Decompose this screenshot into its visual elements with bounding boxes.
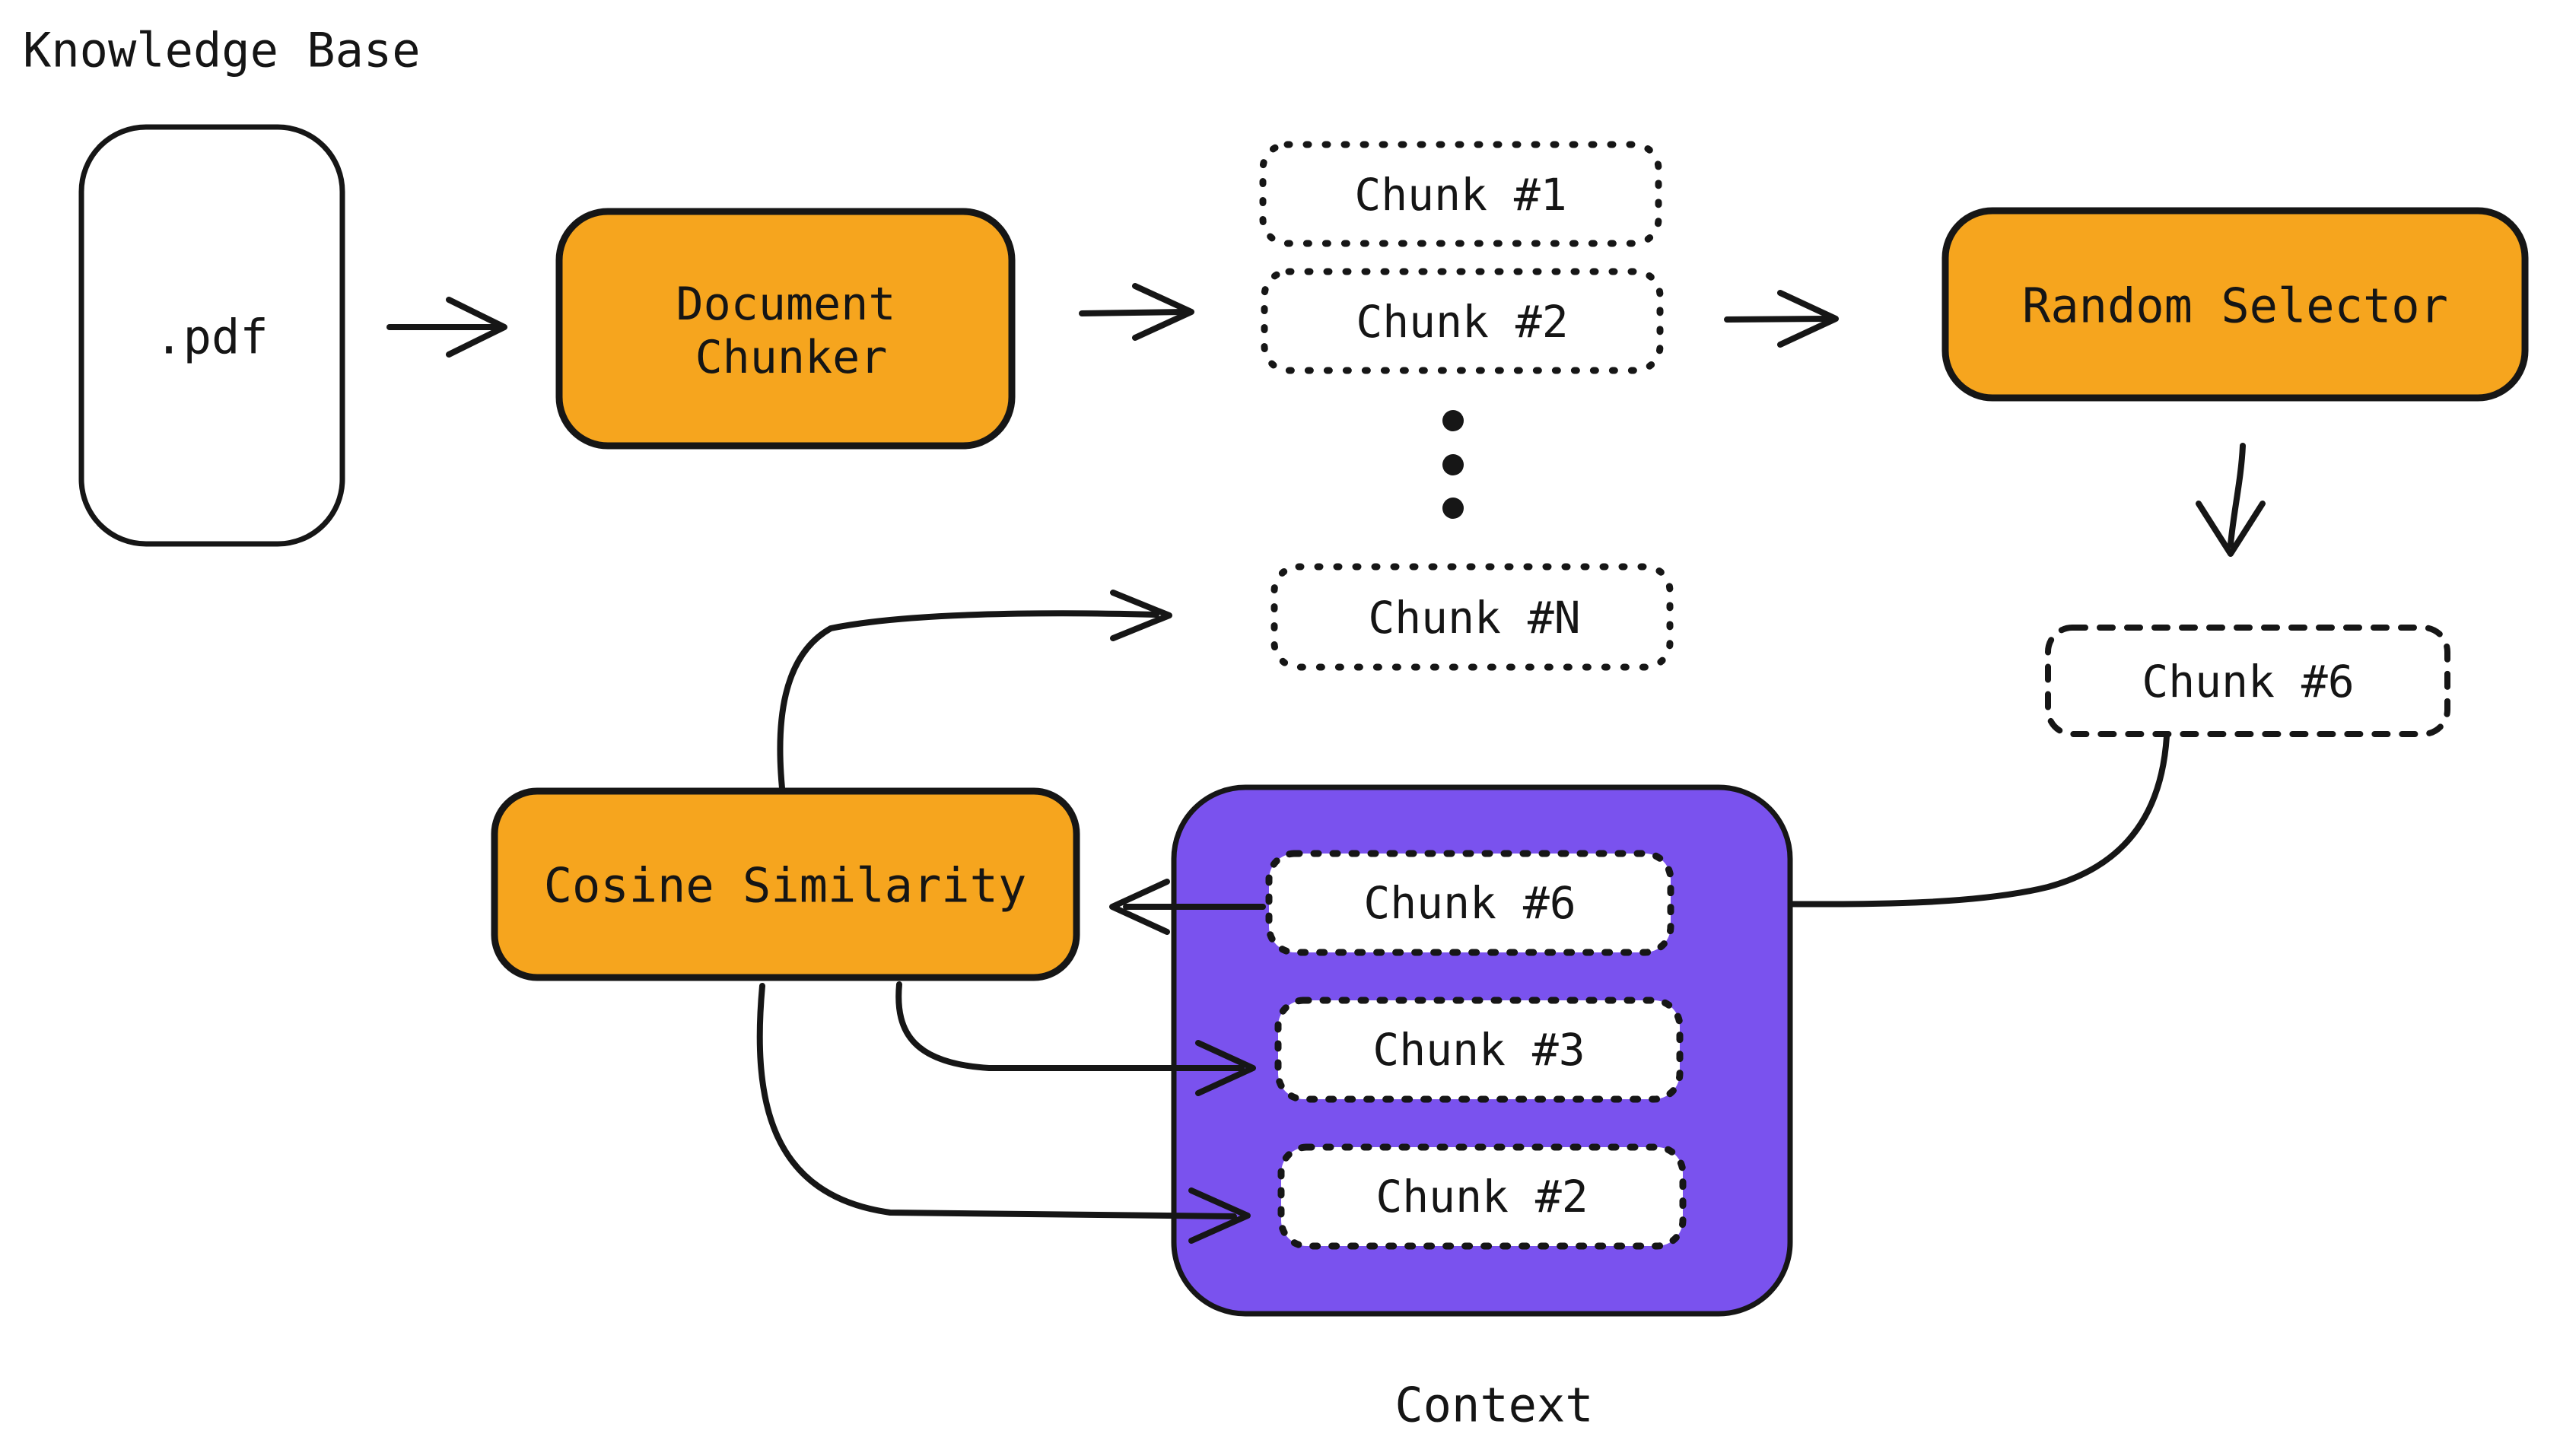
pdf-box [78,124,345,547]
knowledge-base-label: Knowledge Base [23,23,421,78]
context-chunk-2-label: Chunk #2 [1375,1171,1588,1222]
pdf-label: .pdf [154,310,268,365]
context-chunk-6-label: Chunk #6 [1363,877,1576,929]
chunk-2-box [1261,268,1664,374]
selected-chunk-node: Chunk #6 [2045,625,2450,737]
random-selector-label: Random Selector [2022,278,2448,334]
random-selector-node: Random Selector [1941,207,2529,402]
context-chunk-2-box [1277,1143,1687,1250]
context-chunk-3-label: Chunk #3 [1372,1024,1585,1076]
arrow-chunker-to-chunks [1079,283,1194,341]
cosine-similarity-node: Cosine Similarity [491,787,1080,981]
arrow-cosine-to-chunk2 [756,983,1251,1244]
selected-chunk-box [2045,625,2450,737]
chunk-1-node: Chunk #1 [1259,141,1662,247]
arrow-chunks-to-selector [1724,290,1839,348]
context-chunk-6-box [1265,850,1674,956]
cosine-similarity-label: Cosine Similarity [544,858,1027,914]
cosine-similarity-box [491,787,1080,981]
arrow-pdf-to-chunker [386,297,507,358]
document-chunker-label-line1: Document [676,278,896,331]
context-container: Chunk #6 Chunk #3 Chunk #2 [1171,784,1793,1317]
pdf-node: .pdf [78,124,345,547]
document-chunker-box [555,208,1016,450]
selected-chunk-label: Chunk #6 [2142,656,2354,707]
arrow-context-to-cosine [1109,879,1266,935]
chunk-1-box [1259,141,1662,247]
document-chunker-label-line2: Chunker [695,331,888,384]
chunk-n-box [1270,563,1674,671]
arrow-selector-to-chunk6 [2196,443,2266,557]
context-label: Context [1394,1378,1593,1433]
arrow-cosine-to-chunk3 [895,981,1256,1096]
chunk-2-node: Chunk #2 [1261,268,1664,374]
chunk-n-node: Chunk #N [1270,563,1674,671]
document-chunker-node: Document Chunker [555,208,1016,450]
chunk-2-label: Chunk #2 [1356,296,1568,348]
arrow-cosine-to-chunk-n [777,590,1172,791]
chunk-n-label: Chunk #N [1368,592,1580,644]
ellipsis-dots-icon [1442,410,1464,519]
chunk-1-label: Chunk #1 [1354,169,1566,221]
context-chunk-3-box [1274,997,1684,1103]
random-selector-box [1941,207,2529,402]
